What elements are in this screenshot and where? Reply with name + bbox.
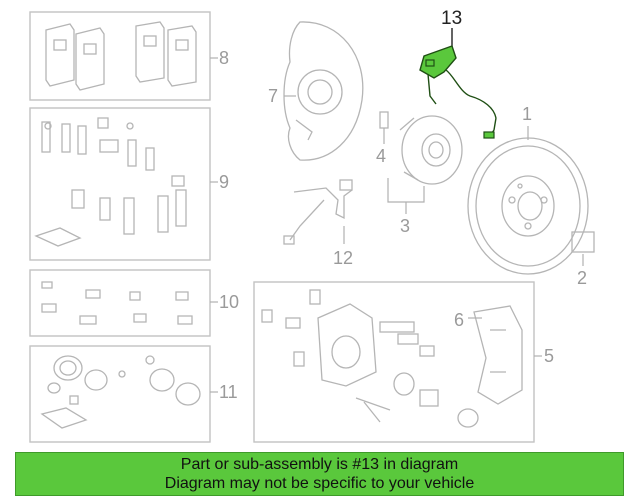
callout-12[interactable]: 12 xyxy=(333,248,353,268)
callout-10[interactable]: 10 xyxy=(219,292,239,312)
callout-7[interactable]: 7 xyxy=(268,86,278,106)
group-box-11[interactable]: 11 xyxy=(29,345,238,443)
banner-line-2: Diagram may not be specific to your vehi… xyxy=(164,475,475,492)
group-box-5[interactable]: 6 5 xyxy=(253,281,554,443)
callout-4[interactable]: 4 xyxy=(376,146,386,166)
brake-pad-icon xyxy=(45,21,197,91)
callout-5[interactable]: 5 xyxy=(544,346,554,366)
callout-11[interactable]: 11 xyxy=(219,382,238,402)
callout-13[interactable]: 13 xyxy=(441,8,462,29)
group-box-10[interactable]: 10 xyxy=(29,269,239,337)
callout-3[interactable]: 3 xyxy=(400,216,410,236)
seal-kit-icon xyxy=(40,355,201,429)
abs-sensor-icon[interactable]: 13 xyxy=(419,8,497,139)
brake-caliper-icon xyxy=(261,289,523,428)
callout-1[interactable]: 1 xyxy=(522,104,532,124)
callout-6[interactable]: 6 xyxy=(454,310,464,330)
group-box-8[interactable]: 8 xyxy=(29,11,229,101)
brake-rotor-icon[interactable]: 1 2 xyxy=(467,104,595,288)
wheel-hub-icon[interactable]: 4 3 xyxy=(376,111,463,236)
clip-hardware-icon xyxy=(41,281,193,325)
info-banner: Part or sub-assembly is #13 in diagram D… xyxy=(15,452,624,496)
group-box-9[interactable]: 9 xyxy=(29,107,229,261)
callout-9[interactable]: 9 xyxy=(219,172,229,192)
pad-hardware-icon xyxy=(34,117,187,247)
banner-line-1: Part or sub-assembly is #13 in diagram xyxy=(180,456,459,473)
brake-hose-icon[interactable]: 12 xyxy=(283,179,353,268)
dust-shield-icon[interactable]: 7 xyxy=(268,21,364,161)
callout-2[interactable]: 2 xyxy=(577,268,587,288)
callout-8[interactable]: 8 xyxy=(219,48,229,68)
